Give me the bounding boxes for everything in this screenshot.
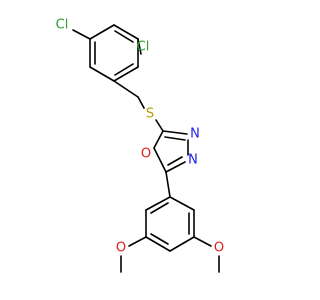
- bond: [145, 236, 171, 252]
- bond: [128, 236, 147, 247]
- bond: [89, 66, 115, 82]
- chlorine-atom-label: Cl: [56, 18, 69, 33]
- bond: [169, 196, 195, 211]
- oxygen-atom-label: O: [141, 147, 151, 162]
- atom-labels: Cl Cl S N N O O O: [56, 18, 224, 256]
- bond: [137, 38, 142, 55]
- bond: [150, 233, 169, 245]
- bond: [169, 236, 195, 252]
- oxygen-atom-label: O: [214, 241, 224, 256]
- bond: [145, 196, 171, 211]
- bond: [167, 156, 183, 166]
- oxygen-atom-label: O: [116, 241, 126, 256]
- bond: [153, 130, 164, 149]
- bond: [165, 171, 171, 198]
- bond: [165, 161, 186, 173]
- bond: [113, 24, 139, 40]
- bond: [164, 136, 186, 141]
- bond: [113, 80, 139, 98]
- bond: [114, 63, 134, 76]
- bond: [193, 236, 212, 247]
- bond: [155, 119, 164, 132]
- bond: [89, 24, 115, 40]
- bond: [137, 96, 145, 109]
- nitrogen-atom-label: N: [188, 153, 198, 168]
- bond: [114, 30, 134, 43]
- nitrogen-atom-label: N: [190, 127, 200, 142]
- bond: [150, 202, 169, 214]
- chlorine-atom-label: Cl: [137, 40, 150, 55]
- bond: [153, 147, 167, 173]
- sulfur-atom-label: S: [146, 107, 154, 122]
- chemical-structure-diagram: Cl Cl S N N O O O: [56, 18, 224, 273]
- bond: [113, 66, 139, 82]
- bonds: [72, 24, 220, 273]
- bond: [162, 130, 188, 135]
- bond: [72, 29, 91, 40]
